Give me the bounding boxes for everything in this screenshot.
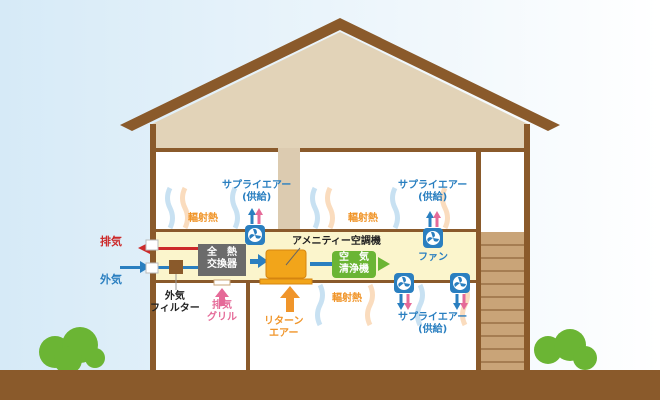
fan-icon — [245, 225, 265, 245]
fan-label: ファン — [418, 252, 448, 263]
radiant-heat-label: 輻射熱 — [348, 213, 378, 224]
exhaust-grill-label: 排気グリル — [207, 300, 237, 323]
stairs — [481, 232, 524, 372]
outside-air-label: 外気 — [100, 273, 122, 286]
amenity-ac-label: アメニティー空調機 — [292, 236, 381, 247]
fan-icon — [394, 273, 414, 293]
outside-filter — [169, 260, 183, 274]
fan-icon — [423, 228, 443, 248]
airflow-arrows — [120, 242, 390, 312]
amenity-ac-unit — [265, 249, 307, 279]
ground — [0, 370, 660, 400]
column — [278, 148, 300, 232]
heat-exchanger: 全 熱交換器 — [198, 244, 246, 276]
supply-air-label: サプライエアー(供給) — [398, 180, 468, 203]
supply-air-label: サプライエアー(供給) — [222, 180, 292, 203]
radiant-heat-label: 輻射熱 — [332, 293, 362, 304]
fan-icon — [450, 273, 470, 293]
attic — [152, 32, 528, 148]
exhaust-label: 排気 — [100, 235, 122, 248]
outside-filter-label: 外気フィルター — [150, 291, 200, 314]
trees — [39, 327, 597, 374]
radiant-heat-waves — [165, 186, 470, 327]
supply-air-label: サプライエアー(供給) — [398, 312, 468, 335]
supply-arrows — [248, 208, 468, 310]
radiant-heat-label: 輻射熱 — [188, 213, 218, 224]
return-air-label: リターンエアー — [264, 316, 304, 339]
air-purifier: 空 気清浄機 — [332, 251, 376, 278]
